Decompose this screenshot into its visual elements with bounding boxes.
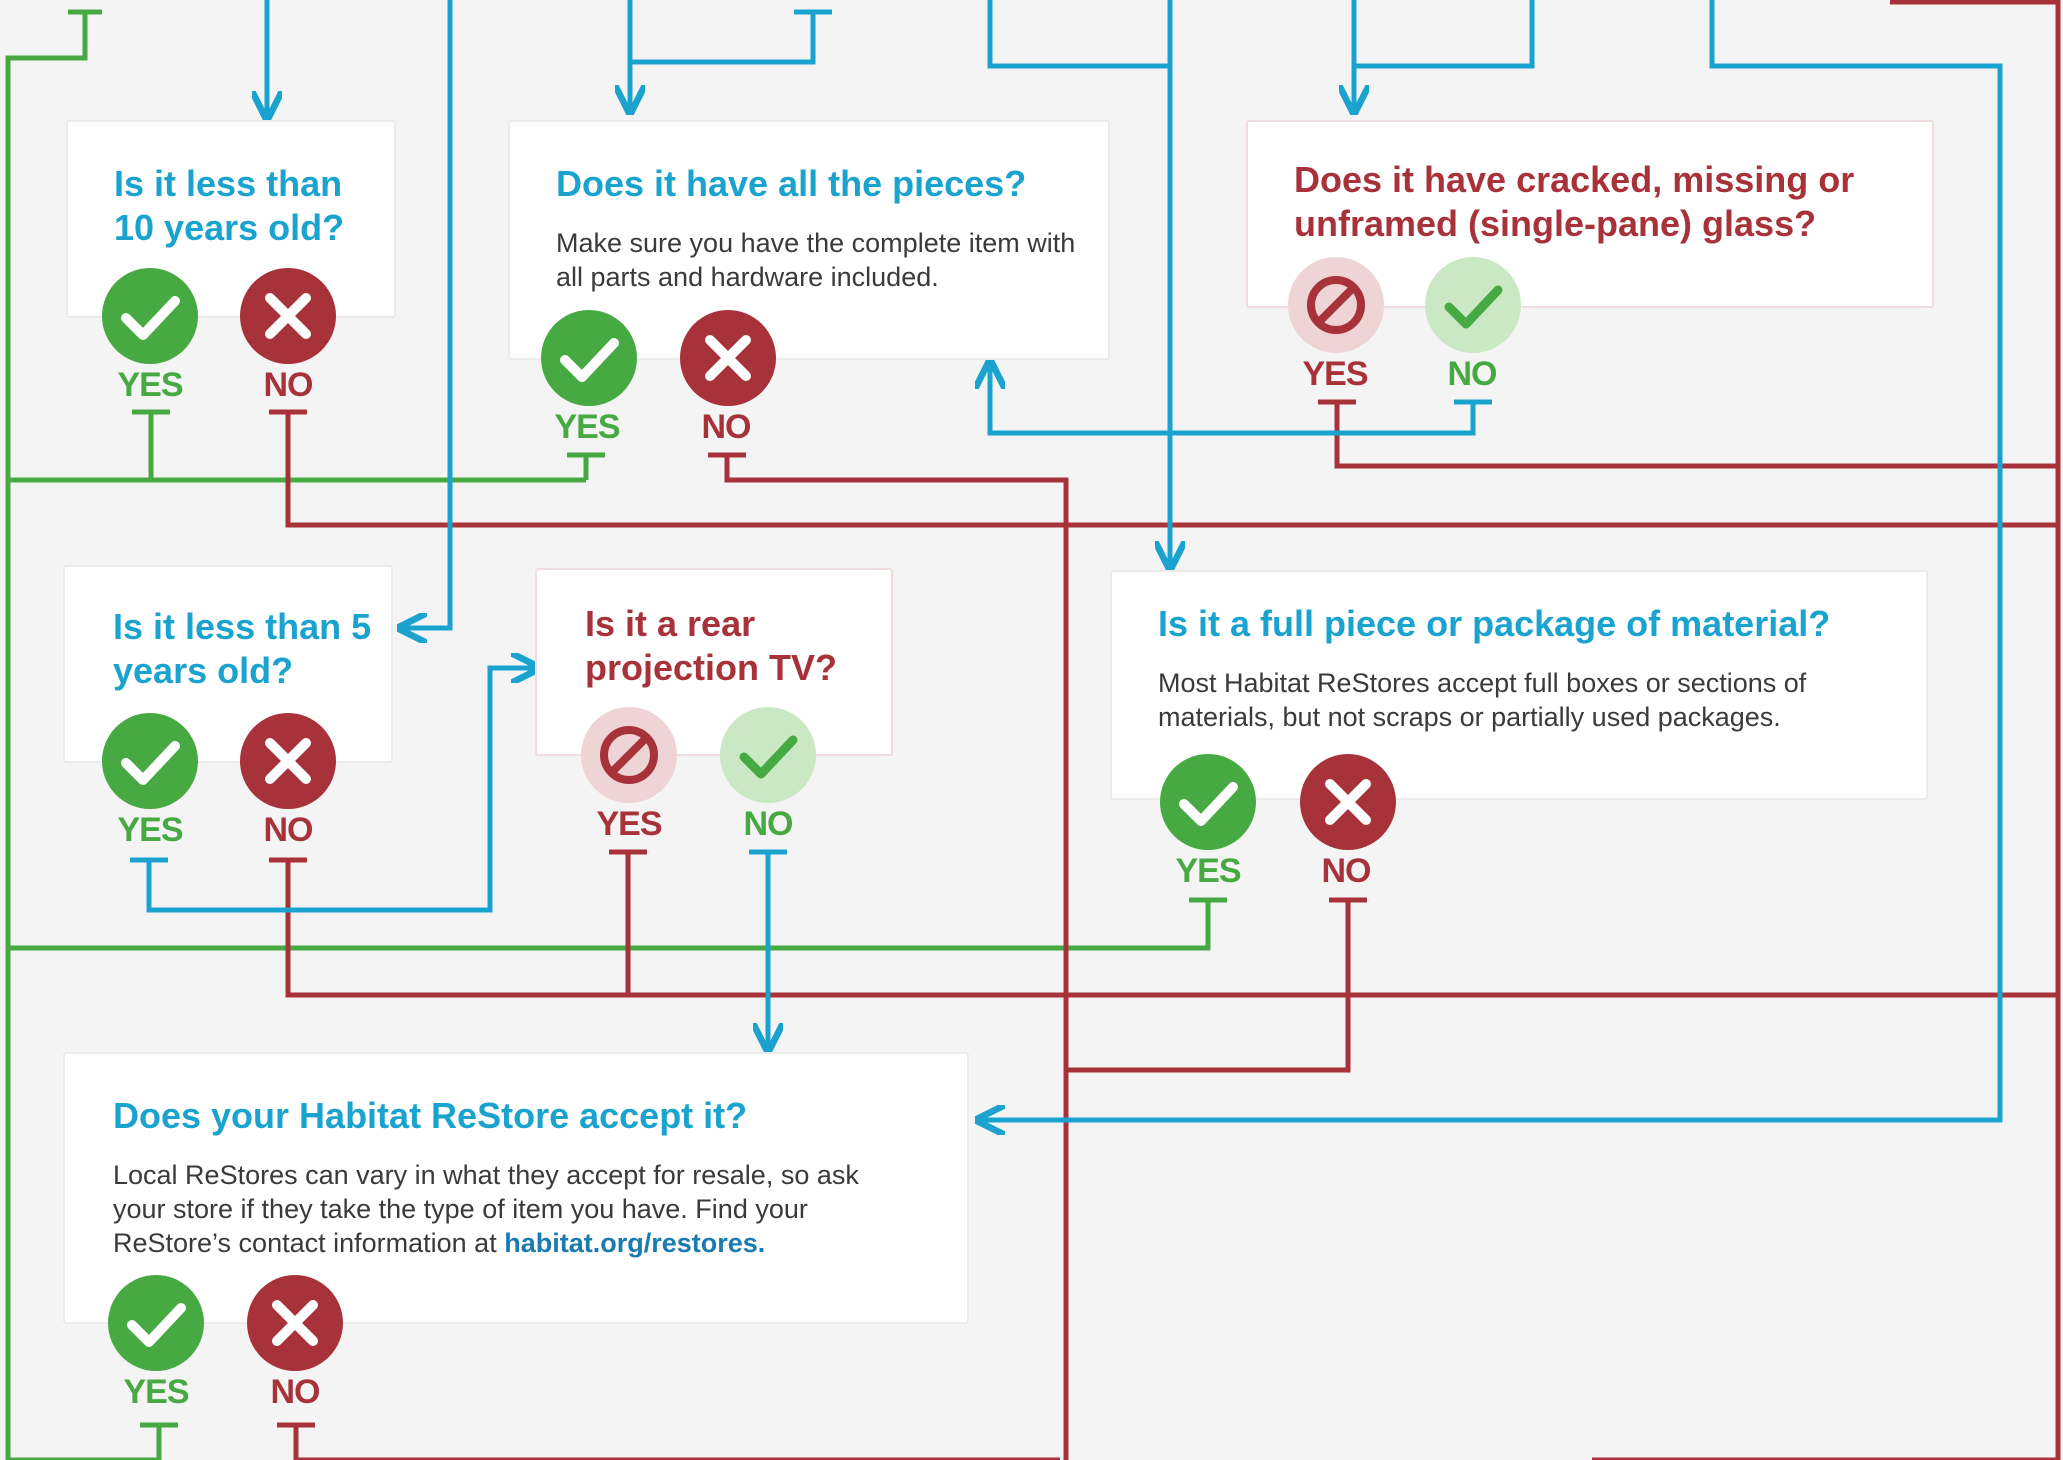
red-no-10years <box>285 412 2058 528</box>
cross-icon[interactable] <box>680 310 776 406</box>
green-top-left-connector <box>5 12 88 1460</box>
check-icon[interactable] <box>720 707 816 803</box>
cross-icon[interactable] <box>247 1275 343 1371</box>
blue-five-yes-to-tv <box>146 668 538 913</box>
cross-icon[interactable] <box>240 713 336 809</box>
description-full-piece-material: Most Habitat ReStores accept full boxes … <box>1158 668 1807 732</box>
check-icon[interactable] <box>1160 754 1256 850</box>
red-right-border <box>1890 0 2061 1460</box>
description-all-pieces: Make sure you have the complete item wit… <box>556 228 1076 292</box>
no-label: NO <box>263 811 314 849</box>
blue-glass-join <box>1354 0 1535 69</box>
blue-arrow-to-5years <box>400 0 453 628</box>
description-restore-accept: Local ReStores can vary in what they acc… <box>113 1158 913 1260</box>
card-rear-projection-tv: Is it a rear projection TV? <box>535 568 893 756</box>
yes-label: YES <box>1175 852 1241 890</box>
prohibit-icon[interactable] <box>1288 257 1384 353</box>
yes-label: YES <box>117 366 183 404</box>
green-yes-material-line <box>8 900 1211 951</box>
red-restore-no <box>293 1425 1060 1460</box>
yes-label: YES <box>554 408 620 446</box>
check-icon[interactable] <box>102 713 198 809</box>
red-no-pieces <box>724 455 1069 1460</box>
no-label: NO <box>743 805 794 843</box>
description-text: Local ReStores can vary in what they acc… <box>113 1160 859 1258</box>
card-full-piece-material: Is it a full piece or package of materia… <box>1110 570 1928 800</box>
blue-pieces-join <box>630 12 816 65</box>
green-yes-restore-line <box>8 1425 162 1460</box>
question-glass: Does it have cracked, missing or unframe… <box>1294 159 1855 244</box>
red-five-no <box>285 860 2058 998</box>
question-rear-projection-tv: Is it a rear projection TV? <box>585 603 837 688</box>
blue-glass-no-to-pieces <box>990 362 1476 436</box>
yes-label: YES <box>117 811 183 849</box>
no-label: NO <box>270 1373 321 1411</box>
yes-label: YES <box>596 805 662 843</box>
no-label: NO <box>701 408 752 446</box>
cross-icon[interactable] <box>1300 754 1396 850</box>
red-material-no <box>1066 900 1351 1073</box>
blue-right-to-restore <box>978 0 2003 1120</box>
check-icon[interactable] <box>1425 257 1521 353</box>
check-icon[interactable] <box>541 310 637 406</box>
cross-icon[interactable] <box>240 268 336 364</box>
no-label: NO <box>263 366 314 404</box>
question-restore-accept: Does your Habitat ReStore accept it? <box>113 1095 748 1136</box>
question-full-piece-material: Is it a full piece or package of materia… <box>1158 603 1831 644</box>
red-glass-yes <box>1334 402 2058 469</box>
question-all-pieces: Does it have all the pieces? <box>556 163 1027 204</box>
card-restore-accept: Does your Habitat ReStore accept it? Loc… <box>63 1052 969 1324</box>
check-icon[interactable] <box>102 268 198 364</box>
question-less-than-10-years: Is it less than 10 years old? <box>114 163 345 248</box>
yes-label: YES <box>1302 355 1368 393</box>
link-suffix: . <box>757 1228 766 1258</box>
prohibit-icon[interactable] <box>581 707 677 803</box>
no-label: NO <box>1447 355 1498 393</box>
card-less-than-10-years: Is it less than 10 years old? <box>66 120 396 318</box>
yes-label: YES <box>123 1373 189 1411</box>
question-less-than-5-years: Is it less than 5 years old? <box>113 606 372 691</box>
check-icon[interactable] <box>108 1275 204 1371</box>
blue-to-material <box>987 0 1170 69</box>
no-label: NO <box>1321 852 1372 890</box>
restores-link[interactable]: habitat.org/restores <box>504 1228 758 1258</box>
